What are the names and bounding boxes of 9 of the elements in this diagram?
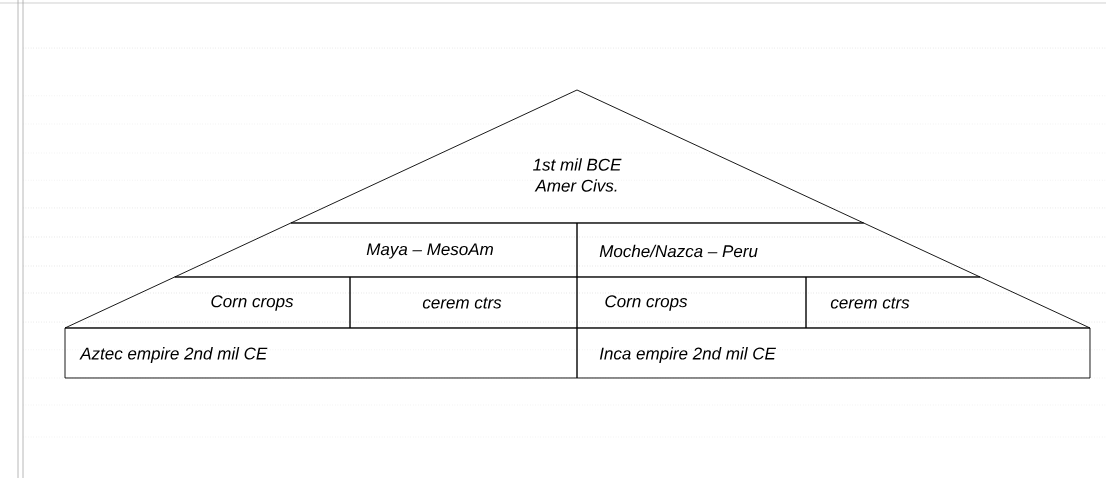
trapezoid-cell: Moche/Nazca – Peru xyxy=(576,222,981,278)
trapezoid-cell: Maya – MesoAm xyxy=(174,222,578,278)
apex-triangle: 1st mil BCE Amer Civs. xyxy=(290,89,865,224)
trapezoid-cell: Corn crops xyxy=(64,276,351,329)
table-cell: Inca empire 2nd mil CE xyxy=(576,327,1091,379)
table-cell: Corn crops xyxy=(576,276,807,329)
table-cell: Aztec empire 2nd mil CE xyxy=(64,327,578,379)
trapezoid-cell: cerem ctrs xyxy=(805,276,1091,329)
table-cell: cerem ctrs xyxy=(349,276,578,329)
